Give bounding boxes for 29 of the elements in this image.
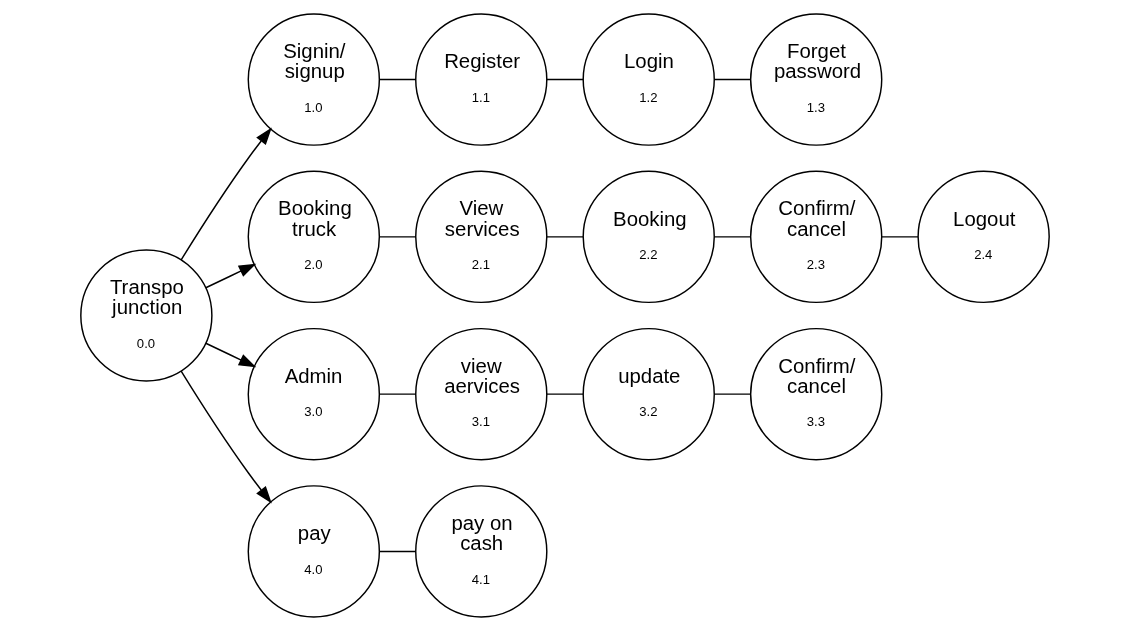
connector (378, 78, 416, 81)
connector (713, 78, 751, 81)
node-circle: update 3.2 (581, 327, 715, 461)
connector (880, 236, 919, 238)
connector (378, 393, 416, 395)
node-circle: Booking truck 2.0 (247, 170, 380, 304)
connector (545, 78, 584, 81)
arrow (204, 342, 256, 368)
arrow (204, 263, 256, 289)
node-circle: Register 1.1 (414, 13, 548, 146)
node-circle: Confirm/ cancel 2.3 (749, 170, 882, 304)
connector (545, 393, 584, 395)
connector (378, 236, 416, 238)
node-circle: Admin 3.0 (247, 327, 380, 461)
node-circle: View services 2.1 (414, 170, 548, 304)
connector (713, 236, 751, 238)
node-circle: pay on cash 4.1 (414, 485, 548, 618)
arrow (179, 127, 272, 261)
node-circle: Forget password 1.3 (749, 13, 882, 146)
node-circle: Login 1.2 (581, 13, 715, 146)
arrow (179, 370, 272, 504)
connector (713, 393, 751, 395)
node-circle: view aervices 3.1 (414, 327, 548, 461)
node-circle: Confirm/ cancel 3.3 (749, 327, 882, 461)
connector (545, 236, 584, 238)
node-circle: Transpo junction 0.0 (79, 249, 213, 382)
node-circle: Logout 2.4 (916, 170, 1050, 304)
connector (378, 550, 416, 553)
node-circle: Booking 2.2 (581, 170, 715, 304)
